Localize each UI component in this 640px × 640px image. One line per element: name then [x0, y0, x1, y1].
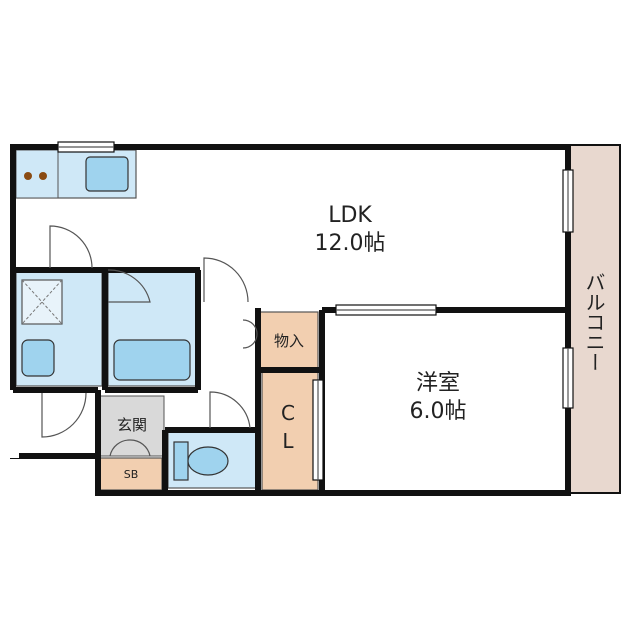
door-swing — [109, 439, 151, 457]
balcony-area — [567, 144, 621, 494]
door-swing — [242, 319, 258, 349]
washing-machine-pan — [21, 279, 63, 325]
door-swing — [203, 257, 249, 303]
stove-burner-icon — [39, 172, 47, 180]
ldk-size: 12.0帖 — [315, 231, 386, 256]
balcony-label: バルコニー — [582, 272, 606, 372]
kitchen-sink — [85, 156, 129, 192]
toilet-tank — [173, 441, 189, 481]
storage-label: 物入 — [274, 332, 304, 350]
stove-burner-icon — [24, 172, 32, 180]
wash-basin — [21, 339, 55, 377]
entrance-label: 玄関 — [117, 416, 147, 434]
western-room-size: 6.0帖 — [410, 399, 467, 424]
shoe-box-label: SB — [124, 468, 139, 481]
door-swing — [41, 392, 87, 438]
closet-area — [261, 371, 319, 491]
stove-area — [15, 149, 59, 199]
door-swing — [49, 225, 93, 269]
door-swing — [107, 269, 151, 303]
bathtub — [113, 339, 191, 381]
toilet-bowl — [187, 446, 229, 476]
western-room-name: 洋室 — [416, 371, 460, 396]
door-swing — [209, 391, 251, 429]
closet-label-c: C — [281, 401, 295, 425]
closet-label-l: L — [282, 429, 294, 453]
ldk-name: LDK — [328, 203, 372, 228]
